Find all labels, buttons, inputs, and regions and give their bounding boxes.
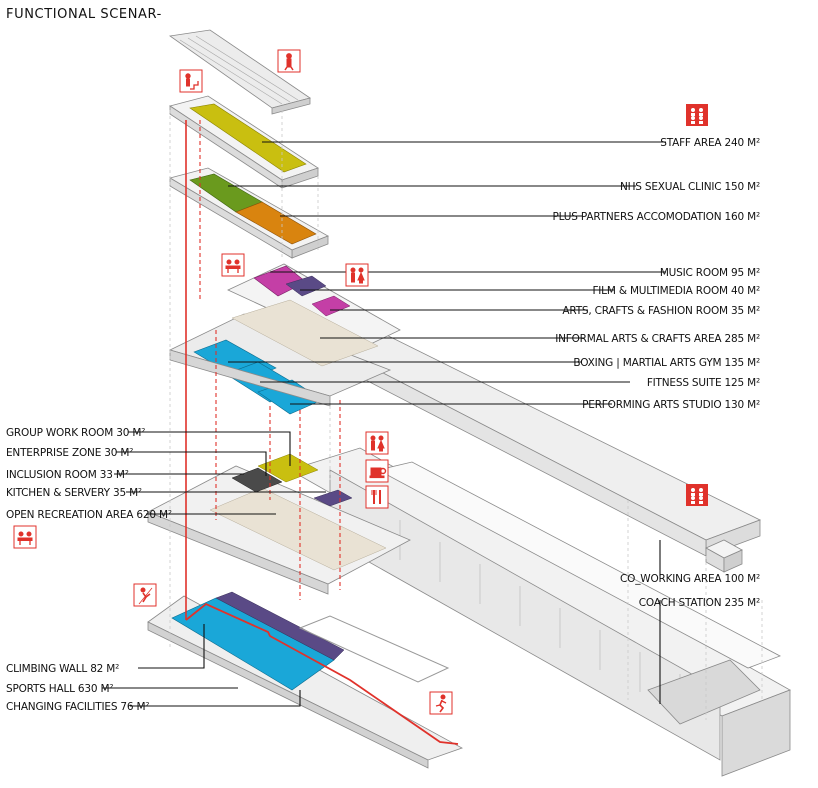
desk-meeting-icon — [13, 525, 37, 549]
group-work-zone — [257, 453, 319, 483]
informal-arts-zone — [231, 299, 379, 367]
cutlery-icon — [365, 485, 389, 509]
roof-plate — [168, 29, 311, 115]
staff-area-zone — [189, 103, 307, 173]
meeting-people-icon — [686, 484, 708, 506]
kitchen-zone — [313, 489, 353, 507]
running-icon — [429, 691, 453, 715]
open-recreation-zone — [209, 487, 387, 571]
label-arts-crafts-fashion: ARTS, CRAFTS & FASHION ROOM 35 M² — [562, 305, 760, 317]
label-plus-partners: PLUS PARTNERS ACCOMODATION 160 M² — [553, 211, 760, 223]
ground-floor — [147, 453, 411, 595]
toilets-icon — [365, 431, 389, 455]
accommodation-zone — [235, 201, 317, 245]
label-boxing-gym: BOXING | MARTIAL ARTS GYM 135 M² — [573, 357, 760, 369]
label-inclusion-room: INCLUSION ROOM 33 M² — [6, 469, 129, 481]
toilets-icon — [345, 263, 369, 287]
labels: STAFF AREA 240 M² NHS SEXUAL CLINIC 150 … — [6, 137, 760, 713]
label-climbing-wall: CLIMBING WALL 82 M² — [6, 663, 119, 675]
label-performing-arts: PERFORMING ARTS STUDIO 130 M² — [582, 399, 760, 411]
sports-level — [147, 591, 463, 769]
label-enterprise-zone: ENTERPRISE ZONE 30 M² — [6, 447, 133, 459]
meeting-people-icon — [686, 104, 708, 126]
label-group-work: GROUP WORK ROOM 30 M² — [6, 427, 145, 439]
label-coworking: CO_WORKING AREA 100 M² — [620, 573, 760, 585]
stairs-person-icon — [179, 69, 203, 93]
label-changing: CHANGING FACILITIES 76 M² — [6, 701, 149, 713]
label-staff-area: STAFF AREA 240 M² — [660, 137, 760, 149]
label-coach-station: COACH STATION 235 M² — [639, 597, 760, 609]
label-music-room: MUSIC ROOM 95 M² — [660, 267, 760, 279]
label-informal-arts: INFORMAL ARTS & CRAFTS AREA 285 M² — [555, 333, 760, 345]
coffee-cup-icon — [365, 459, 389, 483]
vertical-circulation — [169, 110, 763, 720]
label-sports-hall: SPORTS HALL 630 M² — [6, 683, 113, 695]
arts-floor — [168, 263, 401, 415]
climbing-icon — [133, 583, 157, 607]
film-room-zone — [285, 275, 327, 297]
desk-meeting-icon — [221, 253, 245, 277]
label-fitness-suite: FITNESS SUITE 125 M² — [647, 377, 760, 389]
long-wing-ground — [289, 447, 791, 777]
staff-floor — [169, 95, 319, 189]
diagram-title: FUNCTIONAL SCENAR- — [6, 7, 162, 22]
leader-lines — [102, 141, 666, 707]
person-icon — [277, 49, 301, 73]
label-film-room: FILM & MULTIMEDIA ROOM 40 M² — [592, 285, 760, 297]
label-open-recreation: OPEN RECREATION AREA 620 M² — [6, 509, 172, 521]
climbing-wall-zone — [215, 591, 345, 661]
label-nhs-clinic: NHS SEXUAL CLINIC 150 M² — [620, 181, 760, 193]
label-kitchen: KITCHEN & SERVERY 35 M² — [6, 487, 142, 499]
arts-crafts-fashion-zone — [311, 295, 351, 317]
clinic-floor — [168, 167, 329, 259]
